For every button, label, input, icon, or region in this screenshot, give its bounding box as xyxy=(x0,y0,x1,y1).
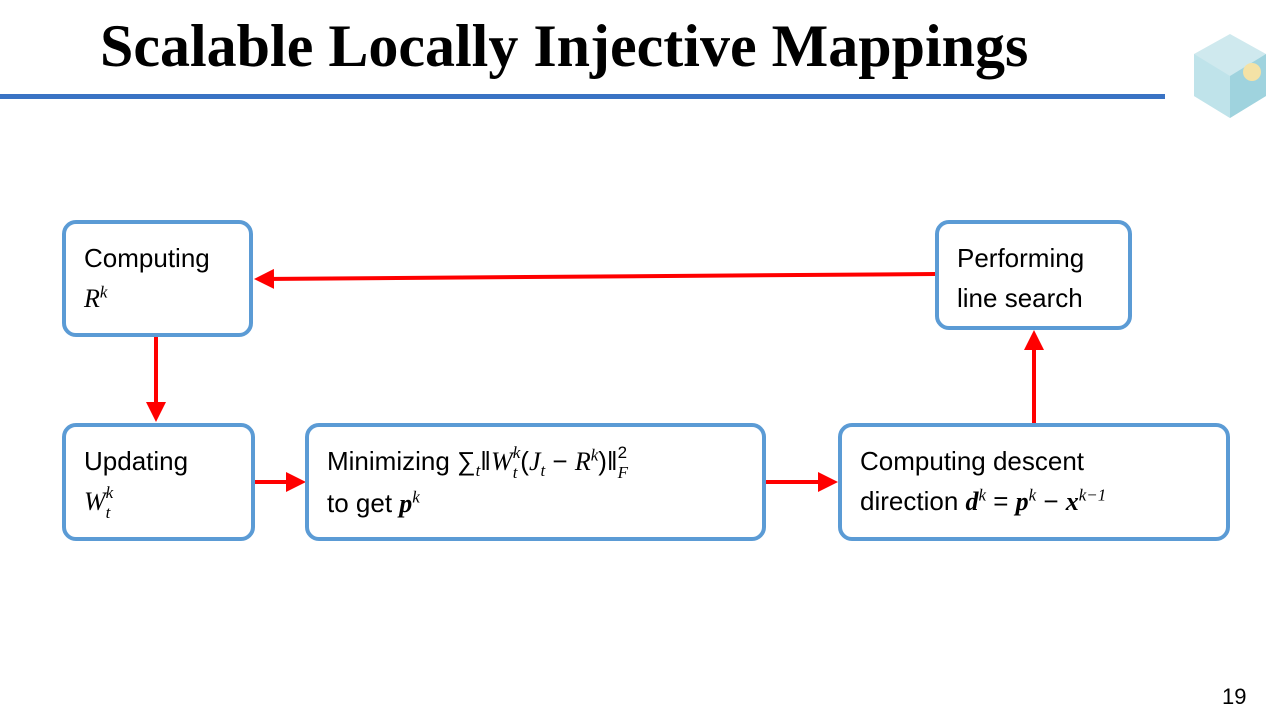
box-line-search: Performing line search xyxy=(935,220,1132,330)
box-label: Updating xyxy=(84,446,189,476)
box-label: Performing xyxy=(957,243,1085,273)
descent-formula: direction dk = pk − xk−1 xyxy=(860,485,1107,516)
arrow-linesearch-to-r xyxy=(254,268,937,289)
slide-title: Scalable Locally Injective Mappings xyxy=(100,13,1029,79)
box-label: line search xyxy=(957,283,1083,313)
box-descent-direction: Computing descent direction dk = pk − xk… xyxy=(838,423,1230,541)
page-number: 19 xyxy=(1222,684,1247,709)
cube-logo-icon xyxy=(1194,34,1266,118)
box-label: Computing xyxy=(84,243,210,273)
box-computing-r: Computing Rk xyxy=(62,220,253,337)
math-r: Rk xyxy=(84,282,108,313)
title-underline xyxy=(0,94,1165,99)
minimize-line2: to get pk xyxy=(327,487,420,519)
box-label: Computing descent xyxy=(860,446,1085,476)
